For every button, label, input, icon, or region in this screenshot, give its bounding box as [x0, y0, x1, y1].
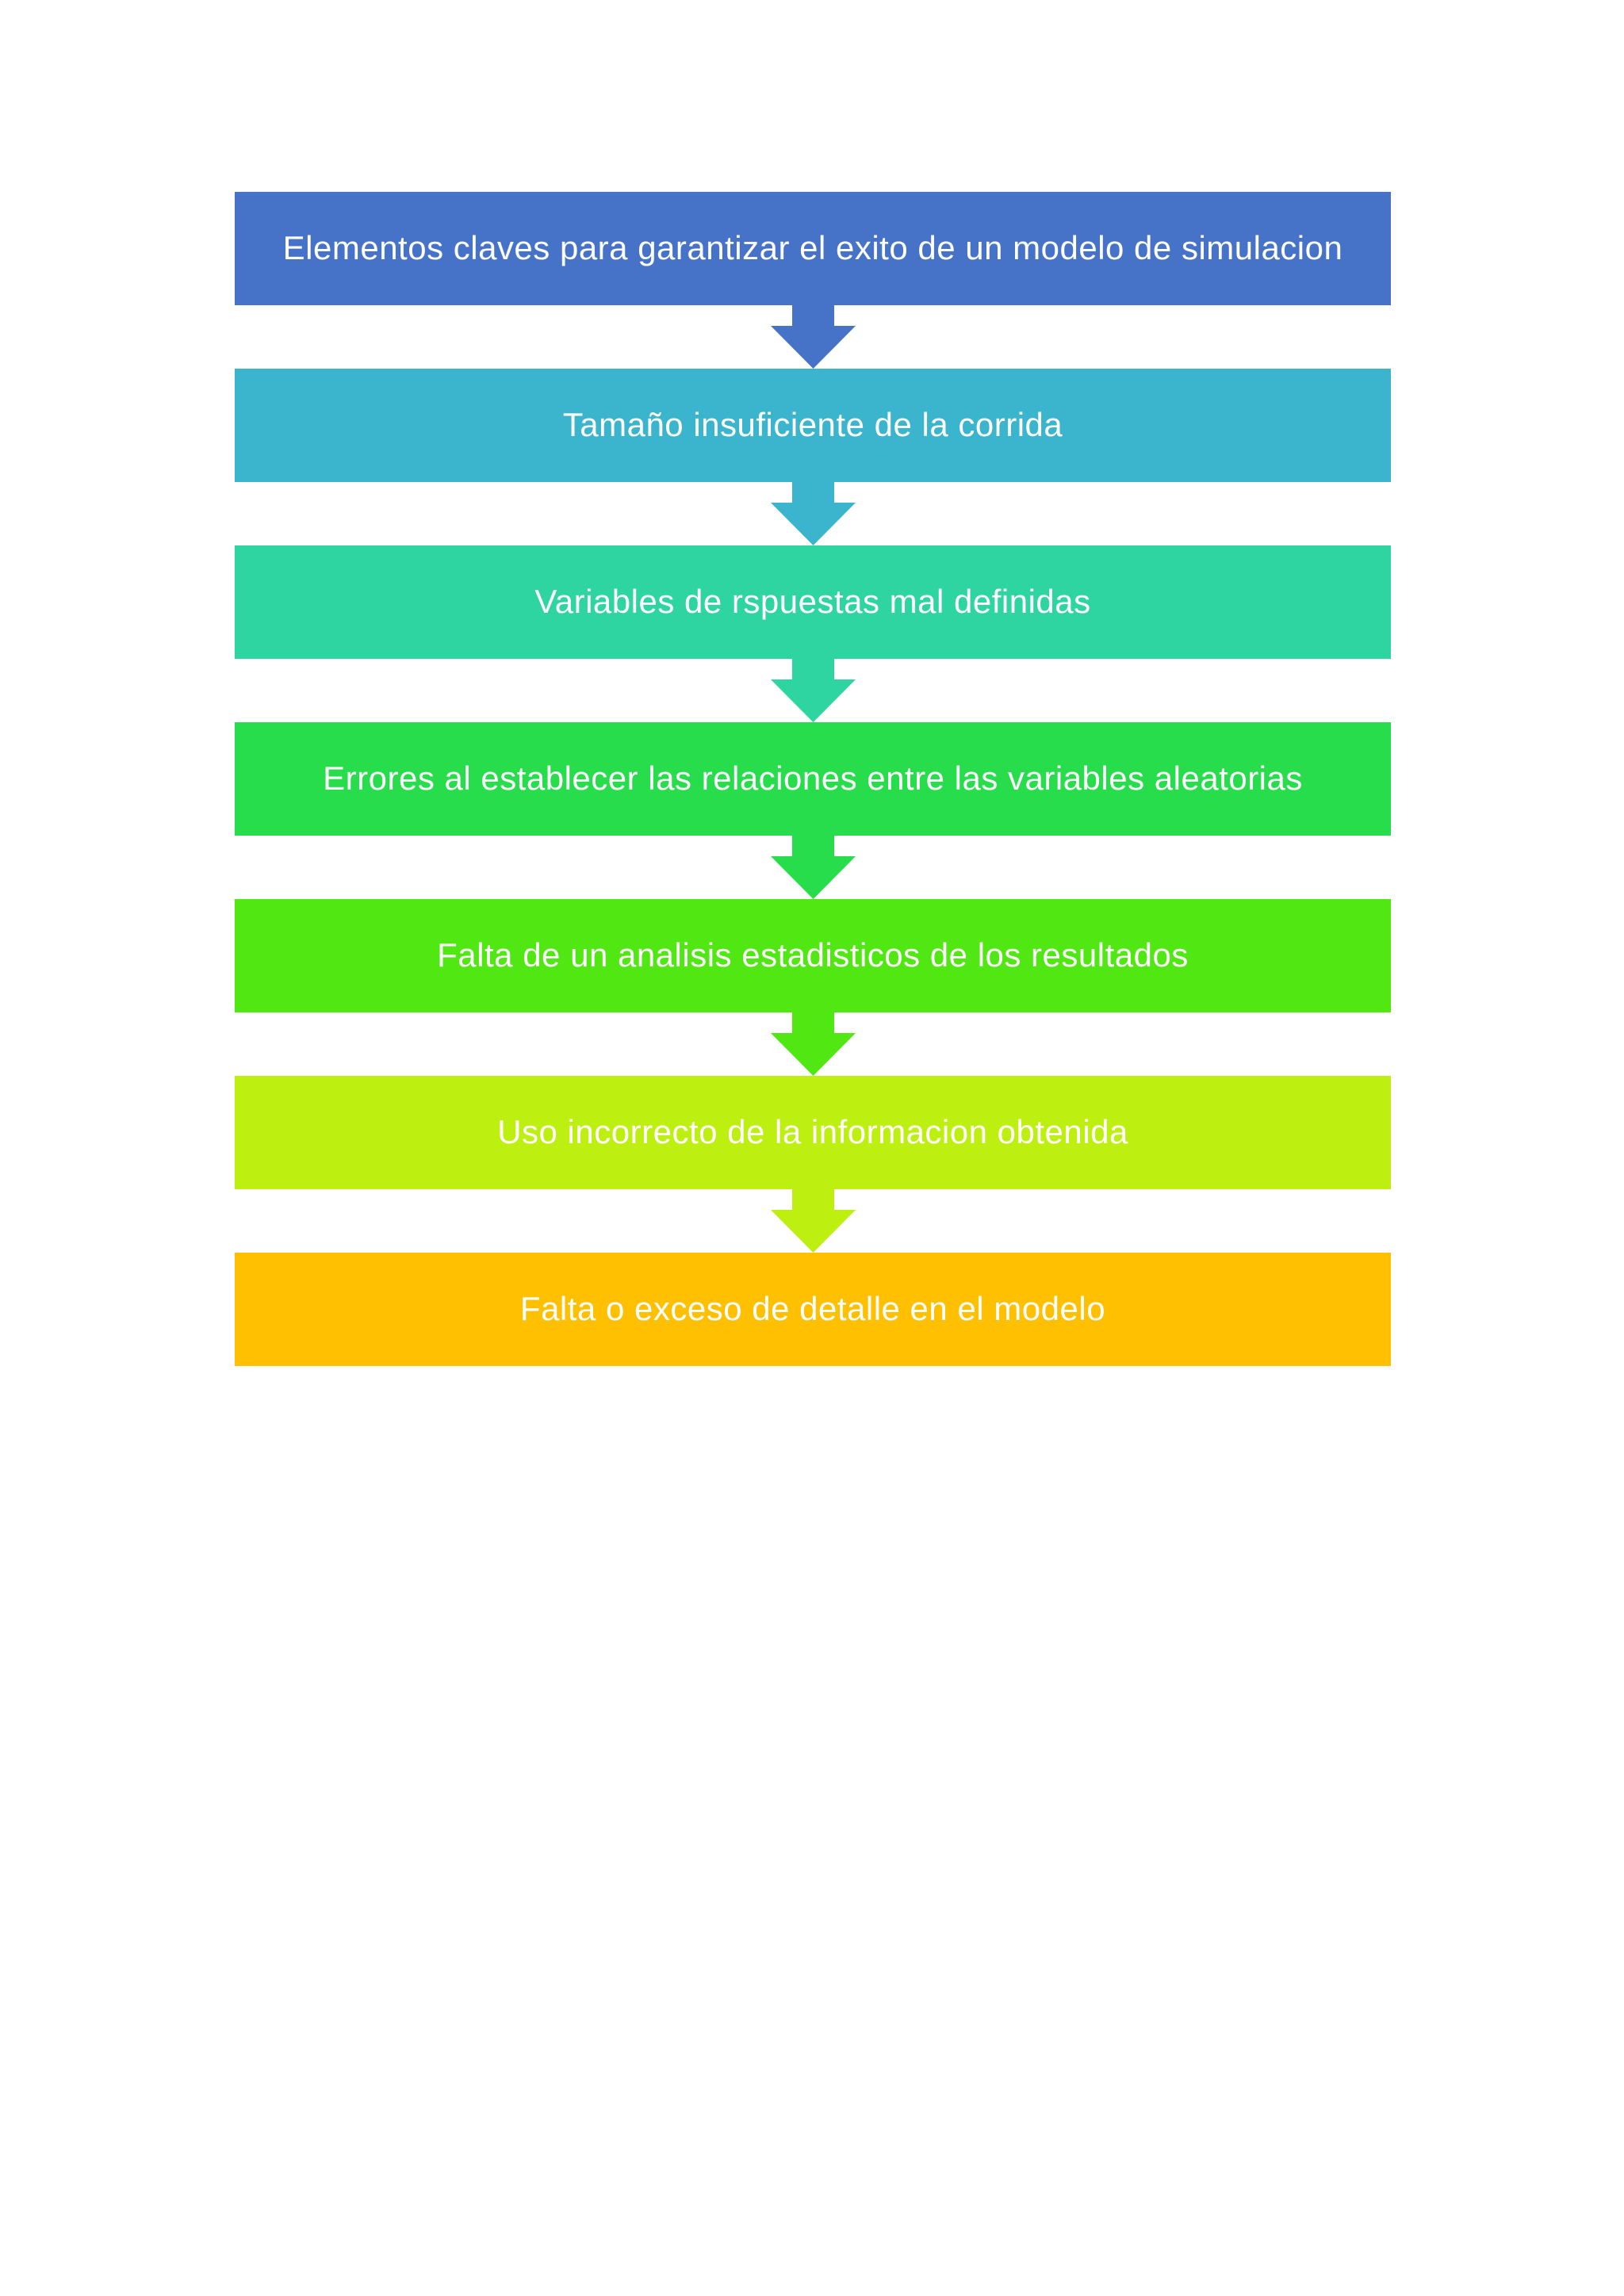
down-arrow-icon [770, 305, 856, 369]
flow-box-5: Falta de un analisis estadisticos de los… [235, 899, 1391, 1012]
flow-box-3: Variables de rspuestas mal definidas [235, 545, 1391, 659]
down-arrow-icon [770, 659, 856, 722]
flow-box-4: Errores al establecer las relaciones ent… [235, 722, 1391, 836]
down-arrow-icon [770, 836, 856, 899]
down-arrow-shape [770, 836, 856, 899]
flow-box-1: Elementos claves para garantizar el exit… [235, 192, 1391, 305]
down-arrow-icon [770, 1012, 856, 1076]
down-arrow-shape [770, 305, 856, 369]
flow-box-7: Falta o exceso de detalle en el modelo [235, 1253, 1391, 1366]
down-arrow-shape [770, 1189, 856, 1253]
flow-box-6: Uso incorrecto de la informacion obtenid… [235, 1076, 1391, 1189]
down-arrow-shape [770, 659, 856, 722]
flow-box-2-label: Tamaño insuficiente de la corrida [562, 406, 1063, 444]
flow-box-1-label: Elementos claves para garantizar el exit… [282, 229, 1343, 267]
down-arrow-shape [770, 1012, 856, 1076]
down-arrow-shape [770, 482, 856, 545]
flow-box-4-label: Errores al establecer las relaciones ent… [323, 760, 1303, 798]
flow-diagram: Elementos claves para garantizar el exit… [235, 192, 1391, 1366]
flow-box-5-label: Falta de un analisis estadisticos de los… [437, 936, 1189, 974]
flow-box-3-label: Variables de rspuestas mal definidas [534, 583, 1091, 621]
flow-box-2: Tamaño insuficiente de la corrida [235, 369, 1391, 482]
down-arrow-icon [770, 1189, 856, 1253]
down-arrow-icon [770, 482, 856, 545]
flow-box-6-label: Uso incorrecto de la informacion obtenid… [497, 1113, 1128, 1151]
flow-box-7-label: Falta o exceso de detalle en el modelo [519, 1290, 1106, 1328]
